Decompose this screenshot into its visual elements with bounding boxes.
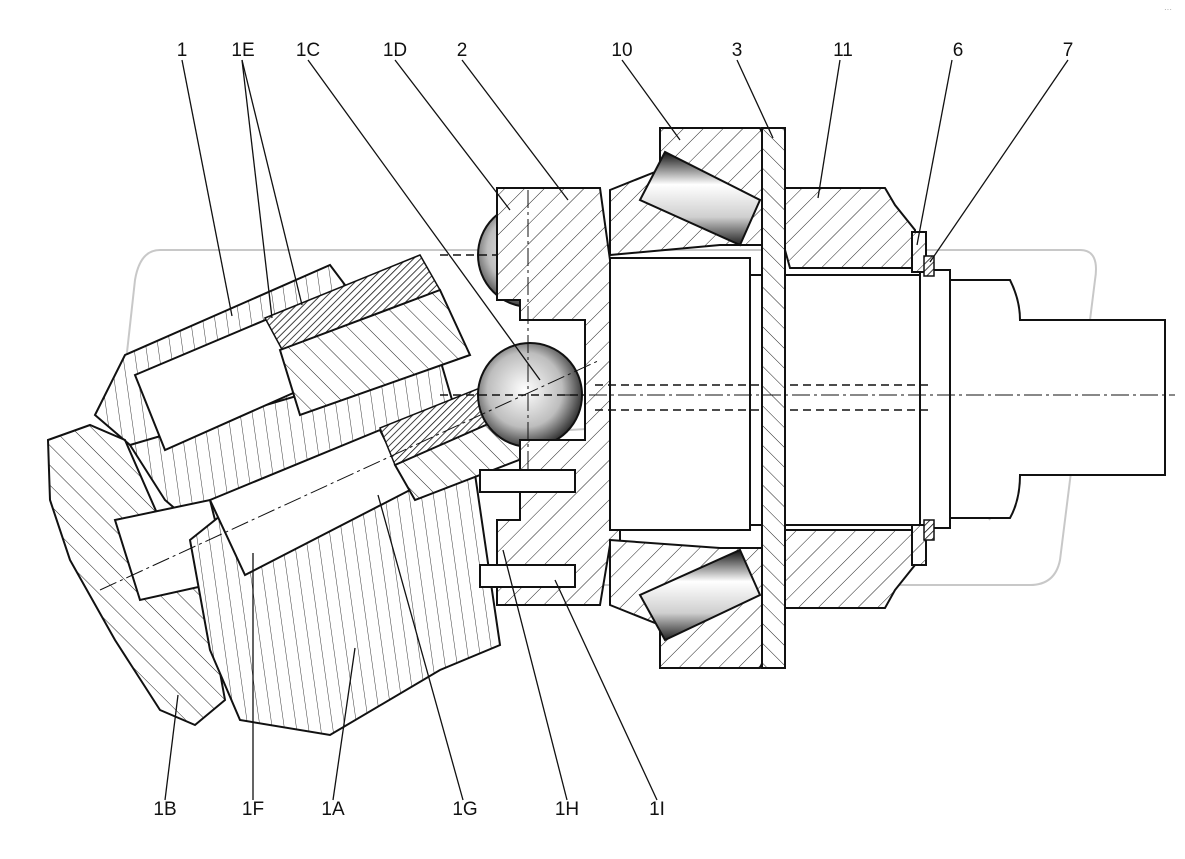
callout-10: 10: [611, 40, 632, 61]
callout-1: 1: [177, 40, 188, 61]
callout-11: 11: [833, 40, 853, 61]
leader-lines: [164, 59, 1069, 801]
callout-7: 7: [1063, 40, 1074, 61]
callout-1C: 1C: [296, 40, 320, 61]
callout-6: 6: [953, 40, 964, 61]
callout-1H: 1H: [555, 799, 579, 820]
callout-2: 2: [457, 40, 468, 61]
output-shaft: [595, 257, 1166, 531]
callout-1F: 1F: [242, 799, 264, 820]
retaining-ring-7: [923, 255, 935, 541]
callout-3: 3: [732, 40, 743, 61]
lock-nut-6: [911, 231, 927, 566]
spacer-ring-3: [761, 127, 786, 669]
cylinder-upper: [133, 254, 472, 452]
callout-1E: 1E: [231, 40, 254, 61]
callout-1I: 1I: [649, 799, 665, 820]
corner-mark: ···: [1164, 5, 1172, 14]
callout-1A: 1A: [321, 799, 345, 820]
callout-1B: 1B: [153, 799, 176, 820]
callouts-top: 1 1E 1C 1D 2 10 3 11 6 7: [177, 40, 1074, 61]
callouts-bottom: 1B 1F 1A 1G 1H 1I: [153, 799, 665, 820]
centerlines: [99, 190, 1175, 591]
callout-1G: 1G: [452, 799, 477, 820]
callout-1D: 1D: [383, 40, 407, 61]
